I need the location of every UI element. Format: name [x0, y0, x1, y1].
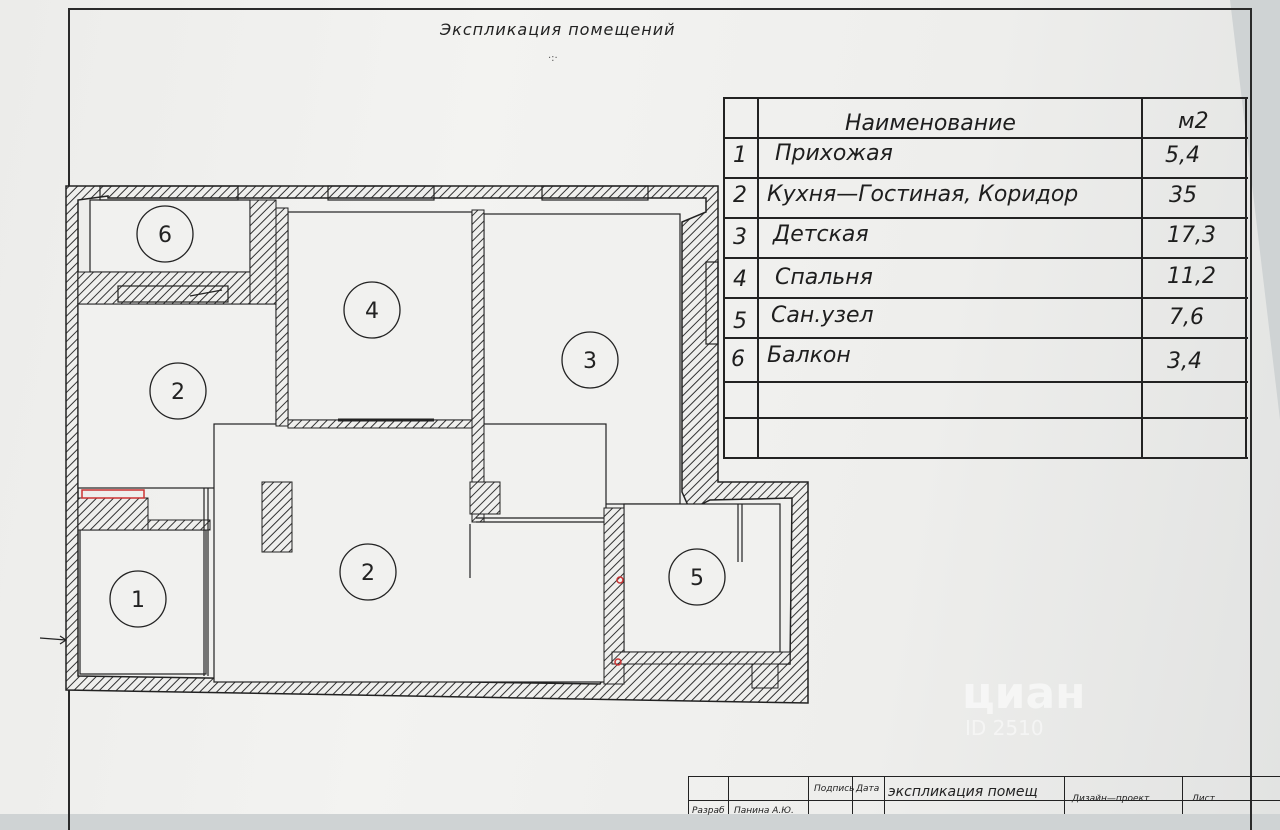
row-3-no: 3: [733, 225, 747, 250]
row-1-name: Прихожая: [775, 141, 893, 166]
dot-mark: ·:·: [548, 53, 558, 64]
row-5-no: 5: [733, 309, 747, 334]
tb-podpis: Подпись: [814, 784, 855, 794]
room-label-2-center: 2: [361, 561, 375, 586]
row-1-area: 5,4: [1165, 143, 1200, 168]
header-area: м2: [1178, 109, 1209, 134]
room-label-4: 4: [365, 299, 379, 324]
label-circle-6: [136, 205, 194, 263]
title-block: Подпись Дата экспликация помещ Дизайн—пр…: [688, 776, 1280, 816]
row-2-no: 2: [733, 183, 747, 208]
row-1-no: 1: [733, 143, 747, 168]
row-5-area: 7,6: [1169, 305, 1204, 330]
row-4-name: Спальня: [775, 265, 873, 290]
tb-data: Дата: [856, 784, 880, 794]
room-label-2-top: 2: [171, 380, 185, 405]
tb-project: Дизайн—проект: [1072, 794, 1150, 804]
row-6-area: 3,4: [1167, 349, 1202, 374]
row-3-area: 17,3: [1167, 223, 1216, 248]
tb-list: Лист: [1192, 794, 1215, 804]
row-2-name: Кухня—Гостиная, Коридор: [767, 182, 1079, 207]
row-3-name: Детская: [773, 222, 869, 247]
row-5-name: Сан.узел: [771, 303, 874, 328]
watermark-id: ID 2510: [965, 716, 1044, 740]
label-circle-2a: [149, 362, 207, 420]
row-6-no: 6: [731, 347, 745, 372]
label-circle-4: [343, 281, 401, 339]
row-4-area: 11,2: [1167, 264, 1216, 289]
tb-author: Панина А.Ю.: [734, 806, 794, 816]
room-label-1: 1: [131, 588, 145, 613]
row-4-no: 4: [733, 267, 747, 292]
watermark-brand: циан: [962, 668, 1086, 719]
room-label-5: 5: [690, 566, 704, 591]
label-circle-5: [668, 548, 726, 606]
page-title: Экспликация помещений: [440, 20, 676, 39]
row-2-area: 35: [1169, 183, 1197, 208]
tb-name: экспликация помещ: [888, 784, 1038, 800]
header-name: Наименование: [845, 111, 1016, 136]
tb-razrab: Разраб: [692, 806, 725, 816]
room-corridor: [213, 423, 607, 683]
label-circle-1: [109, 570, 167, 628]
label-circle-2b: [339, 543, 397, 601]
explication-table: Наименование м2 1 Прихожая 5,4 2 Кухня—Г…: [723, 97, 1248, 459]
room-label-6: 6: [158, 223, 172, 248]
label-circle-3: [561, 331, 619, 389]
row-6-name: Балкон: [767, 343, 851, 368]
room-label-3: 3: [583, 349, 597, 374]
